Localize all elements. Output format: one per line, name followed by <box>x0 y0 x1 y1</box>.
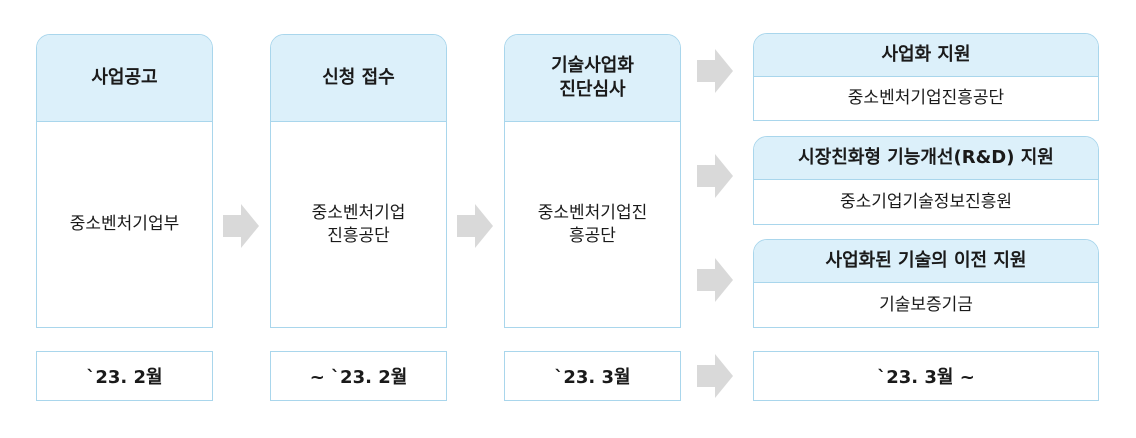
support-card-commercialization: 사업화 지원 중소벤처기업진흥공단 <box>753 33 1099 121</box>
arrow-right-icon <box>457 204 493 248</box>
step-title: 신청 접수 <box>271 35 446 122</box>
arrow-right-icon <box>697 354 733 398</box>
step-title: 기술사업화 진단심사 <box>505 35 680 122</box>
step-date: `23. 2월 <box>36 351 213 401</box>
support-card-transfer: 사업화된 기술의 이전 지원 기술보증기금 <box>753 239 1099 328</box>
arrow-right-icon <box>697 258 733 302</box>
support-card-rnd: 시장친화형 기능개선(R&D) 지원 중소기업기술정보진흥원 <box>753 136 1099 225</box>
support-title: 사업화된 기술의 이전 지원 <box>754 240 1098 283</box>
arrow-right-icon <box>697 49 733 93</box>
step-date: ~ `23. 2월 <box>270 351 447 401</box>
support-title: 사업화 지원 <box>754 34 1098 77</box>
step-org: 중소벤처기업진 흥공단 <box>537 202 648 246</box>
step-card-application: 신청 접수 중소벤처기업 진흥공단 <box>270 34 447 328</box>
support-org: 기술보증기금 <box>879 294 973 315</box>
step-card-review: 기술사업화 진단심사 중소벤처기업진 흥공단 <box>504 34 681 328</box>
step-org: 중소벤처기업 진흥공단 <box>311 202 406 246</box>
step-org: 중소벤처기업부 <box>69 214 180 234</box>
support-date: `23. 3월 ~ <box>753 351 1099 401</box>
support-org: 중소벤처기업진흥공단 <box>847 88 1005 108</box>
support-title: 시장친화형 기능개선(R&D) 지원 <box>754 137 1098 180</box>
arrow-right-icon <box>223 204 259 248</box>
arrow-right-icon <box>697 154 733 198</box>
step-date: `23. 3월 <box>504 351 681 401</box>
support-org: 중소기업기술정보진흥원 <box>839 191 1013 212</box>
step-card-announcement: 사업공고 중소벤처기업부 <box>36 34 213 328</box>
step-title: 사업공고 <box>37 35 212 122</box>
